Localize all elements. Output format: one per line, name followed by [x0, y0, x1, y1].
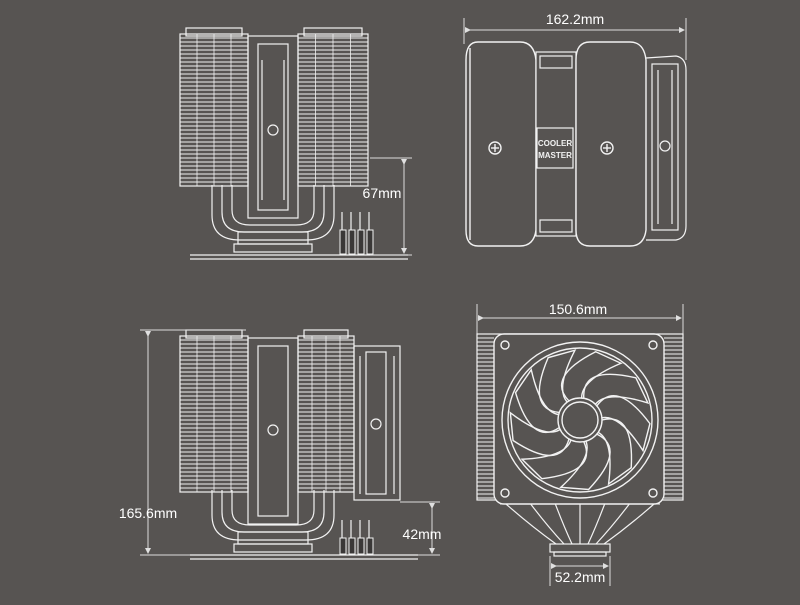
center-section [535, 51, 577, 237]
cooler-master-logo: COOLER MASTER [536, 127, 574, 169]
base-plate [549, 543, 611, 557]
memory-module-body [366, 537, 374, 555]
heat-pipe [595, 503, 630, 545]
heat-pipe [587, 503, 606, 545]
center-mount-frame [247, 337, 299, 525]
logo-line-2: MASTER [538, 151, 572, 160]
fan-housing-left [465, 41, 537, 247]
fan-blades [509, 349, 651, 491]
side-fan-bracket [645, 55, 687, 241]
side-fan [353, 345, 401, 501]
height-label-165: 165.6mm [119, 505, 177, 521]
heat-pipe [554, 503, 573, 545]
center-mount-frame [247, 35, 299, 219]
memory-module-body [339, 229, 347, 255]
memory-module-body [357, 537, 365, 555]
heat-pipe [603, 503, 655, 545]
clearance-dimension-42 [400, 501, 440, 556]
width-dimension-150 [476, 304, 684, 336]
fin-stack-right [297, 27, 369, 187]
logo-line-1: COOLER [538, 139, 572, 148]
memory-modules [339, 212, 374, 255]
front-view-without-fan: 67mm [179, 27, 412, 260]
heat-pipe-splay [500, 503, 660, 545]
clearance-label-42: 42mm [403, 526, 442, 542]
memory-module-body [348, 537, 356, 555]
memory-module-body [339, 537, 347, 555]
width-dimension-162 [463, 18, 687, 60]
fin-stack-left [179, 27, 249, 187]
base-block [190, 531, 418, 560]
memory-module-body [348, 229, 356, 255]
top-view: 162.2mm COOLER MASTER [463, 11, 687, 247]
heat-pipe [530, 503, 565, 545]
fin-stack [476, 333, 684, 501]
memory-modules [339, 520, 374, 555]
fan-blade [596, 395, 651, 453]
fin-stack-right [297, 329, 355, 493]
width-label-162: 162.2mm [546, 11, 604, 27]
fin-stack-left [179, 329, 249, 493]
memory-module-body [357, 229, 365, 255]
front-view-with-fan: 150.6mm 52.2mm [476, 301, 684, 586]
fan-hub [557, 397, 603, 443]
fan-housing-right [575, 41, 647, 247]
width-label-150: 150.6mm [549, 301, 607, 317]
memory-module-body [366, 229, 374, 255]
base-label-52: 52.2mm [555, 569, 606, 585]
height-dimension-165 [140, 329, 246, 556]
side-view-with-fan: 165.6mm 42mm [119, 329, 442, 560]
clearance-label-67: 67mm [363, 185, 402, 201]
heat-pipe [505, 503, 557, 545]
base-dimension-52 [549, 556, 611, 586]
clearance-dimension-67 [370, 157, 412, 256]
